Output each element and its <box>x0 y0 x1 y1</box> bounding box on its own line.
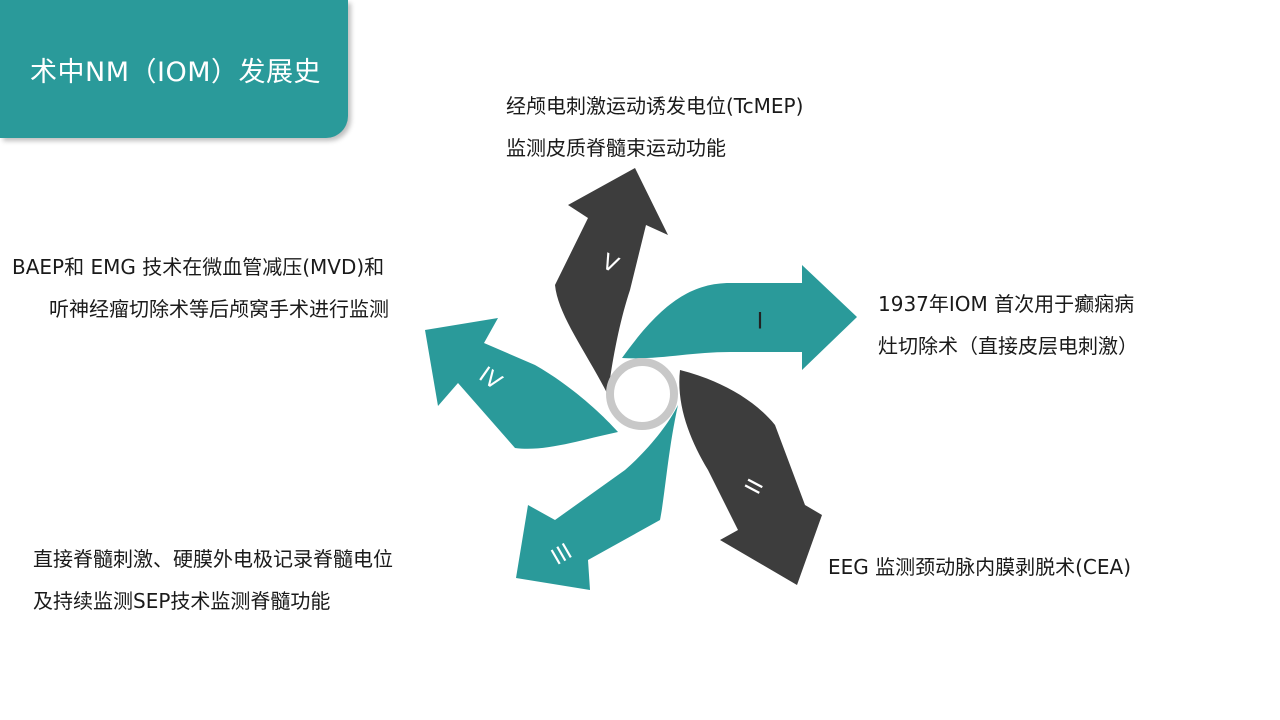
stage-5-line-1: 经颅电刺激运动诱发电位(TcMEP) <box>506 94 804 118</box>
stage-3-description: 直接脊髓刺激、硬膜外电极记录脊髓电位 及持续监测SEP技术监测脊髓功能 <box>33 538 393 622</box>
stage-1-line-2: 灶切除术（直接皮层电刺激） <box>878 334 1138 358</box>
stage-4-description: BAEP和 EMG 技术在微血管减压(MVD)和 听神经瘤切除术等后颅窝手术进行… <box>12 246 389 330</box>
stage-3-line-1: 直接脊髓刺激、硬膜外电极记录脊髓电位 <box>33 547 393 571</box>
stage-2-line-1: EEG 监测颈动脉内膜剥脱术(CEA) <box>828 555 1132 579</box>
arrow-stage-1: I <box>622 265 857 370</box>
title-banner: 术中NM（IOM）发展史 <box>0 0 348 138</box>
numeral-stage-1: I <box>757 310 764 335</box>
stage-2-description: EEG 监测颈动脉内膜剥脱术(CEA) <box>828 546 1131 588</box>
stage-3-line-2: 及持续监测SEP技术监测脊髓功能 <box>33 589 331 613</box>
stage-5-description: 经颅电刺激运动诱发电位(TcMEP) 监测皮质脊髓束运动功能 <box>506 85 803 169</box>
page-title: 术中NM（IOM）发展史 <box>30 57 322 88</box>
stage-4-line-2: 听神经瘤切除术等后颅窝手术进行监测 <box>49 297 389 321</box>
stage-1-description: 1937年IOM 首次用于癫痫病 灶切除术（直接皮层电刺激） <box>878 283 1138 367</box>
stage-4-line-1: BAEP和 EMG 技术在微血管减压(MVD)和 <box>12 255 385 279</box>
center-ring <box>606 358 678 430</box>
arrow-stage-4: IV <box>425 318 618 449</box>
arrow-stage-5: V <box>555 168 668 395</box>
stage-5-line-2: 监测皮质脊髓束运动功能 <box>506 136 726 160</box>
arrow-stage-2: II <box>679 370 822 585</box>
arrow-stage-3: III <box>516 405 678 590</box>
stage-1-line-1: 1937年IOM 首次用于癫痫病 <box>878 292 1135 316</box>
